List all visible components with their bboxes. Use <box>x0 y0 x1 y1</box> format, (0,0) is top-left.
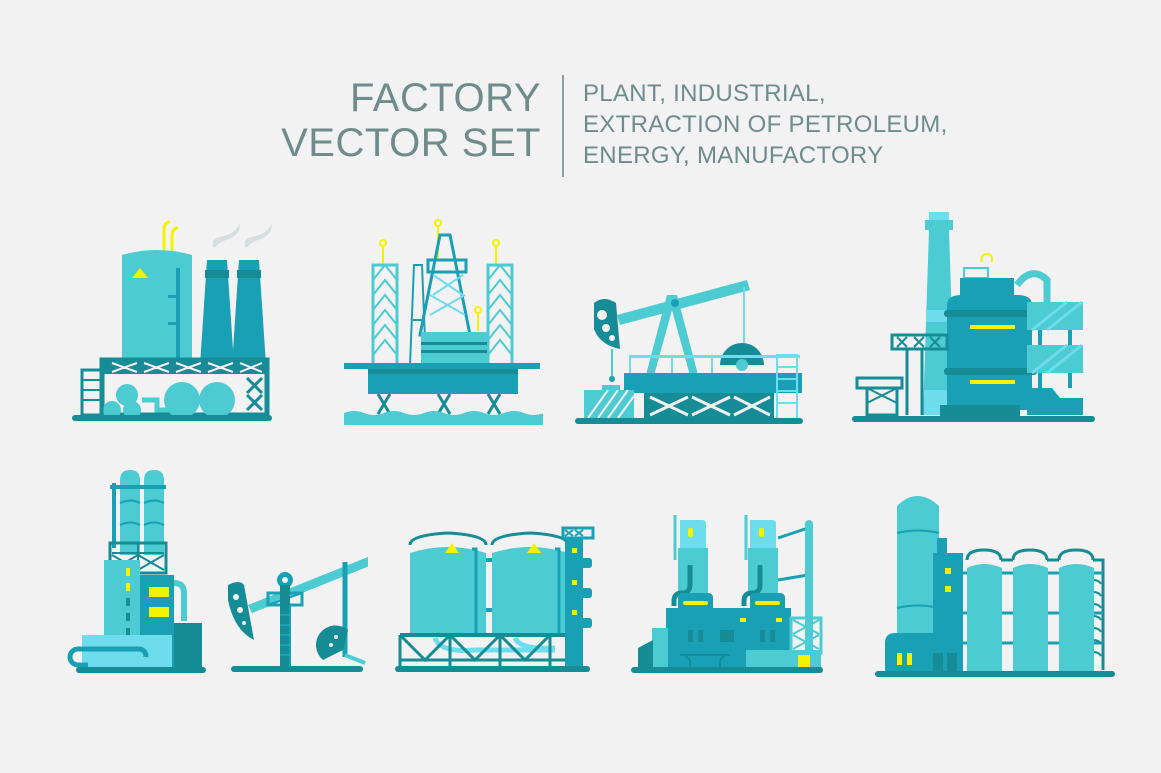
power-plant-icon <box>628 510 828 675</box>
subtitle-line-1: PLANT, INDUSTRIAL, <box>583 80 826 107</box>
title-divider <box>562 75 564 177</box>
silo-storage-factory-icon <box>875 488 1115 678</box>
subtitle-line-2: EXTRACTION OF PETROLEUM, <box>583 111 948 138</box>
title-line-2: VECTOR SET <box>281 121 541 165</box>
title-line-1: FACTORY <box>350 76 541 120</box>
chemical-plant-icon <box>72 210 272 425</box>
offshore-platform-icon <box>338 215 543 425</box>
page-title: FACTORY VECTOR SET <box>281 76 541 166</box>
pump-jack-platform-icon <box>572 275 807 430</box>
refinery-plant-icon <box>852 210 1097 425</box>
header: FACTORY VECTOR SET PLANT, INDUSTRIAL, EX… <box>0 72 1161 182</box>
pump-jack-icon <box>228 545 368 675</box>
subtitle-line-3: ENERGY, MANUFACTORY <box>583 142 884 169</box>
silo-processing-plant-icon <box>62 465 210 675</box>
storage-tanks-icon <box>395 513 595 673</box>
subtitle: PLANT, INDUSTRIAL, EXTRACTION OF PETROLE… <box>583 78 948 171</box>
